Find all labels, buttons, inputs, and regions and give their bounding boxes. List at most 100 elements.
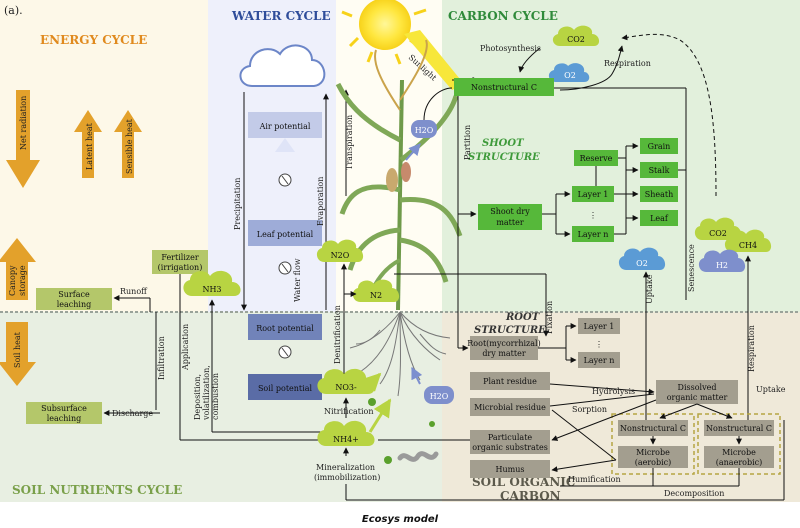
soil-potential-label: Soil potential xyxy=(258,384,313,393)
deposition-label-2: volatilization, xyxy=(202,365,211,421)
shoot-layern-box xyxy=(572,226,614,242)
humus-label: Humus xyxy=(496,465,525,474)
net-radiation-arrow: Net radiation xyxy=(6,90,40,188)
h2o-soil-box xyxy=(424,386,454,404)
microbial-residue-box xyxy=(470,398,550,416)
root-potential-box xyxy=(248,314,322,340)
root-structure-title-2: STRUCTURE xyxy=(474,325,546,336)
respiration-label: Respiration xyxy=(604,59,651,68)
precipitation-label: Precipitation xyxy=(233,178,242,230)
surface-leaching-label-1: Surface xyxy=(58,290,90,299)
svg-text:CO2: CO2 xyxy=(567,35,585,44)
svg-text:NH4+: NH4+ xyxy=(333,435,359,444)
h2o-soil-arrow xyxy=(411,366,423,385)
microbe-anaerobic-label-2: (anaerobic) xyxy=(716,458,762,467)
shoot-dry-matter-label-1: Shoot dry xyxy=(490,207,530,216)
surface-leaching-label-2: leaching xyxy=(57,300,92,309)
shoot-structure-title-1: SHOOT xyxy=(482,138,525,149)
svg-text:NO3-: NO3- xyxy=(335,383,357,392)
runoff-label: Runoff xyxy=(120,287,148,296)
nonstructural-c-box xyxy=(454,78,554,96)
h2o-plant-box xyxy=(411,120,437,138)
svg-text:CH4: CH4 xyxy=(739,241,757,250)
svg-text:CO2: CO2 xyxy=(709,229,727,238)
partition-label: Partition xyxy=(463,125,472,160)
sheath-label: Sheath xyxy=(645,190,674,199)
deposition-label-1: Deposition, xyxy=(193,374,202,420)
resistor-strokes xyxy=(281,175,289,357)
air-potential-label: Air potential xyxy=(259,122,311,131)
microbe-aerobic-box xyxy=(618,446,688,468)
no3-cloud: NO3- xyxy=(317,368,375,394)
latent-heat-arrow: Latent heat xyxy=(74,110,102,178)
svg-text:H2: H2 xyxy=(716,261,728,270)
dissolved-label-2: organic matter xyxy=(667,393,728,402)
dissolved-label-1: Dissolved xyxy=(678,383,717,392)
svg-text:Latent heat: Latent heat xyxy=(85,122,94,170)
h2-cloud: H2 xyxy=(698,249,746,272)
sunlight-beam xyxy=(404,30,464,90)
root-illustration xyxy=(349,311,451,397)
leaf-potential-label: Leaf potential xyxy=(257,230,314,239)
h2o-plant-label: H2O xyxy=(415,126,434,135)
reserve-box xyxy=(574,150,618,166)
svg-text:O2: O2 xyxy=(564,71,576,80)
root-layer1-box xyxy=(578,318,620,334)
soil-organic-carbon-title-2: CARBON xyxy=(500,489,561,503)
energy-cycle-title: ENERGY CYCLE xyxy=(40,33,147,47)
root-potential-label: Root potential xyxy=(256,324,314,333)
decomposition-label: Decomposition xyxy=(664,489,724,498)
mineralization-label-2: (immobilization) xyxy=(314,473,380,482)
stalk-label: Stalk xyxy=(649,166,670,175)
hydrolysis-label: Hydrolysis xyxy=(592,387,635,396)
microbe-anaerobic-box xyxy=(704,446,774,468)
fixation-label: Fixation xyxy=(545,301,554,334)
n2-cloud: N2 xyxy=(352,279,400,302)
h2o-plant-arrow xyxy=(405,143,421,161)
leaf-label: Leaf xyxy=(650,214,669,223)
carbon-cycle-title: CARBON CYCLE xyxy=(448,9,558,23)
root-dry-matter-label-2: dry matter xyxy=(482,349,526,358)
root-layern-label: Layer n xyxy=(584,356,615,365)
plant-illustration xyxy=(335,39,463,311)
cloud-icon xyxy=(239,44,326,87)
soil-nutrients-title: SOIL NUTRIENTS CYCLE xyxy=(12,483,182,497)
air-potential-box xyxy=(248,112,322,138)
nh4-to-plant xyxy=(368,398,392,433)
grain-box xyxy=(640,138,678,154)
reserve-label: Reserve xyxy=(580,154,613,163)
photosynthesis-arrow xyxy=(518,47,541,73)
grain-label: Grain xyxy=(648,142,671,151)
canopy-storage-arrow: Canopy storage xyxy=(0,238,36,300)
soil-heat-arrow: Soil heat xyxy=(0,322,36,386)
leaf-box xyxy=(640,210,678,226)
senescence-dashed-arrow xyxy=(621,33,717,197)
water-pipe-head xyxy=(275,138,295,152)
infiltration-label: Infiltration xyxy=(157,336,166,380)
svg-text:O2: O2 xyxy=(636,259,648,268)
shoot-dry-matter-label-2: matter xyxy=(496,218,524,227)
application-label: Application xyxy=(181,324,190,371)
root-layern-box xyxy=(578,352,620,368)
o2-cloud: O2 xyxy=(548,63,590,82)
co2-right-cloud: CO2 xyxy=(694,217,742,240)
organ-connectors xyxy=(595,143,639,235)
discharge-label: Discharge xyxy=(112,409,153,418)
dissolved-box xyxy=(656,380,738,404)
svg-text:N2O: N2O xyxy=(331,251,350,260)
mineralization-label-1: Mineralization xyxy=(316,463,375,472)
shoot-layern-label: Layer n xyxy=(578,230,609,239)
humus-box xyxy=(470,460,550,478)
water-flow-label: Water flow xyxy=(293,258,302,302)
deposition-label-3: combustion xyxy=(211,373,220,420)
root-layer1-label: Layer 1 xyxy=(584,322,615,331)
soil-potential-box xyxy=(248,374,322,400)
denitrification-label: Denitrification xyxy=(333,305,342,364)
microbial-residue-label: Microbial residue xyxy=(474,403,546,412)
microbe-aerobic-label-1: Microbe xyxy=(636,448,670,457)
sensible-heat-arrow: Sensible heat xyxy=(114,110,142,178)
nh4-cloud: NH4+ xyxy=(317,420,375,446)
worm-icon xyxy=(397,451,439,462)
ch4-cloud: CH4 xyxy=(724,229,772,252)
